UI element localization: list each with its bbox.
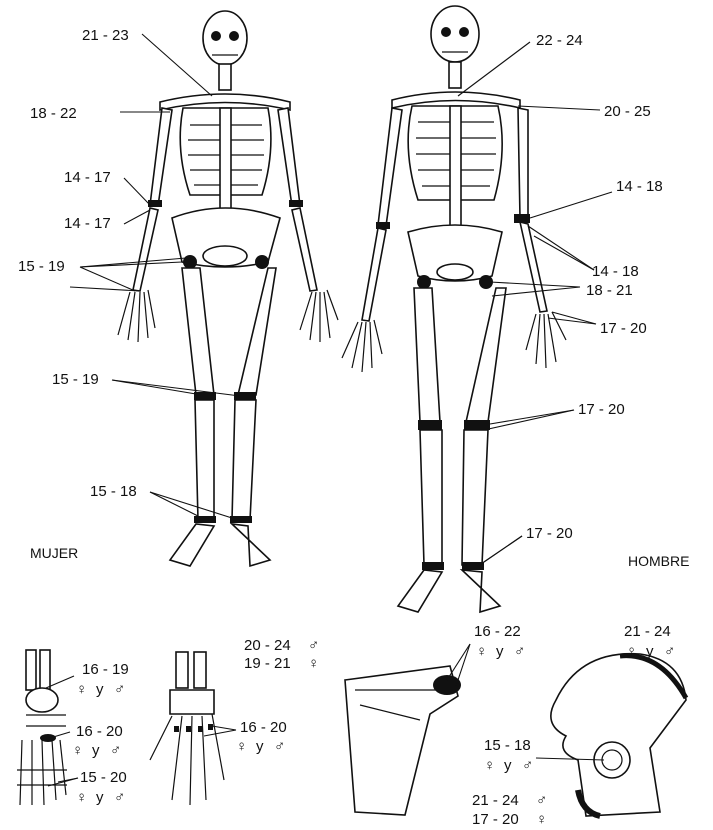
label-scapula-head: 16 - 22 [474, 623, 521, 640]
label-male-clavicle: 22 - 24 [536, 32, 583, 49]
label-scapula-male: 20 - 24 [244, 637, 291, 654]
connector-text: y [504, 757, 512, 774]
female-symbol: ♀ [76, 789, 87, 806]
label-male-hip: 18 - 21 [586, 282, 633, 299]
male-symbol: ♂ [536, 792, 547, 809]
caption-female: MUJER [30, 545, 78, 561]
label-male-wrist: 17 - 20 [600, 320, 647, 337]
connector-text: y [496, 643, 504, 660]
label-foot-tarsal: 16 - 20 [76, 723, 123, 740]
label-pelvis-ischium-female: 17 - 20 [472, 811, 519, 828]
label-female-clavicle: 21 - 23 [82, 27, 129, 44]
female-labels: 21 - 23 18 - 22 14 - 17 14 - 17 15 - 19 … [18, 27, 137, 561]
caption-male: HOMBRE [628, 553, 689, 569]
label-female-shoulder: 18 - 22 [30, 105, 77, 122]
sex-pair-foot-toes: ♀ y ♂ [76, 789, 125, 806]
female-symbol: ♀ [626, 643, 637, 660]
female-symbol: ♀ [236, 738, 247, 755]
sex-pair-pelvis-crest: ♀ y ♂ [626, 643, 675, 660]
label-foot-toes: 15 - 20 [80, 769, 127, 786]
female-symbol: ♀ [484, 757, 495, 774]
female-symbol: ♀ [72, 742, 83, 759]
label-female-elbow-lower: 14 - 17 [64, 215, 111, 232]
female-symbol: ♀ [76, 681, 87, 698]
hand-detail [150, 652, 224, 805]
label-pelvis-crest: 21 - 24 [624, 623, 671, 640]
male-symbol: ♂ [110, 742, 121, 759]
female-skeleton [118, 11, 338, 566]
male-skeleton [342, 6, 566, 612]
connector-text: y [92, 742, 100, 759]
sex-pair-foot-heel: ♀ y ♂ [76, 681, 125, 698]
label-male-forearm: 14 - 18 [592, 263, 639, 280]
connector-text: y [96, 681, 104, 698]
male-symbol: ♂ [514, 643, 525, 660]
label-male-ankle: 17 - 20 [526, 525, 573, 542]
label-male-shoulder: 20 - 25 [604, 103, 651, 120]
male-symbol: ♂ [308, 637, 319, 654]
sex-pair-scapula-head: ♀ y ♂ [476, 643, 525, 660]
male-labels: 22 - 24 20 - 25 14 - 18 14 - 18 18 - 21 … [526, 32, 689, 569]
label-female-elbow-upper: 14 - 17 [64, 169, 111, 186]
male-symbol: ♂ [114, 789, 125, 806]
label-pelvis-ischium-male: 21 - 24 [472, 792, 519, 809]
female-symbol: ♀ [476, 643, 487, 660]
label-scapula-female: 19 - 21 [244, 655, 291, 672]
pelvis-detail [551, 654, 686, 816]
label-foot-heel: 16 - 19 [82, 661, 129, 678]
label-female-knee: 15 - 19 [52, 371, 99, 388]
sex-pair-hand: ♀ y ♂ [236, 738, 285, 755]
label-female-ankle: 15 - 18 [90, 483, 137, 500]
label-male-knee: 17 - 20 [578, 401, 625, 418]
sex-pair-pelvis-acetabulum: ♀ y ♂ [484, 757, 533, 774]
scapula-detail [345, 666, 461, 815]
male-symbol: ♂ [114, 681, 125, 698]
male-symbol: ♂ [522, 757, 533, 774]
label-hand: 16 - 20 [240, 719, 287, 736]
male-symbol: ♂ [274, 738, 285, 755]
connector-text: y [256, 738, 264, 755]
male-symbol: ♂ [664, 643, 675, 660]
connector-text: y [96, 789, 104, 806]
label-female-wrist-hip: 15 - 19 [18, 258, 65, 275]
label-male-elbow: 14 - 18 [616, 178, 663, 195]
sex-pair-foot-tarsal: ♀ y ♂ [72, 742, 121, 759]
female-symbol: ♀ [308, 655, 319, 672]
connector-text: y [646, 643, 654, 660]
female-symbol: ♀ [536, 811, 547, 828]
label-pelvis-acetabulum: 15 - 18 [484, 737, 531, 754]
